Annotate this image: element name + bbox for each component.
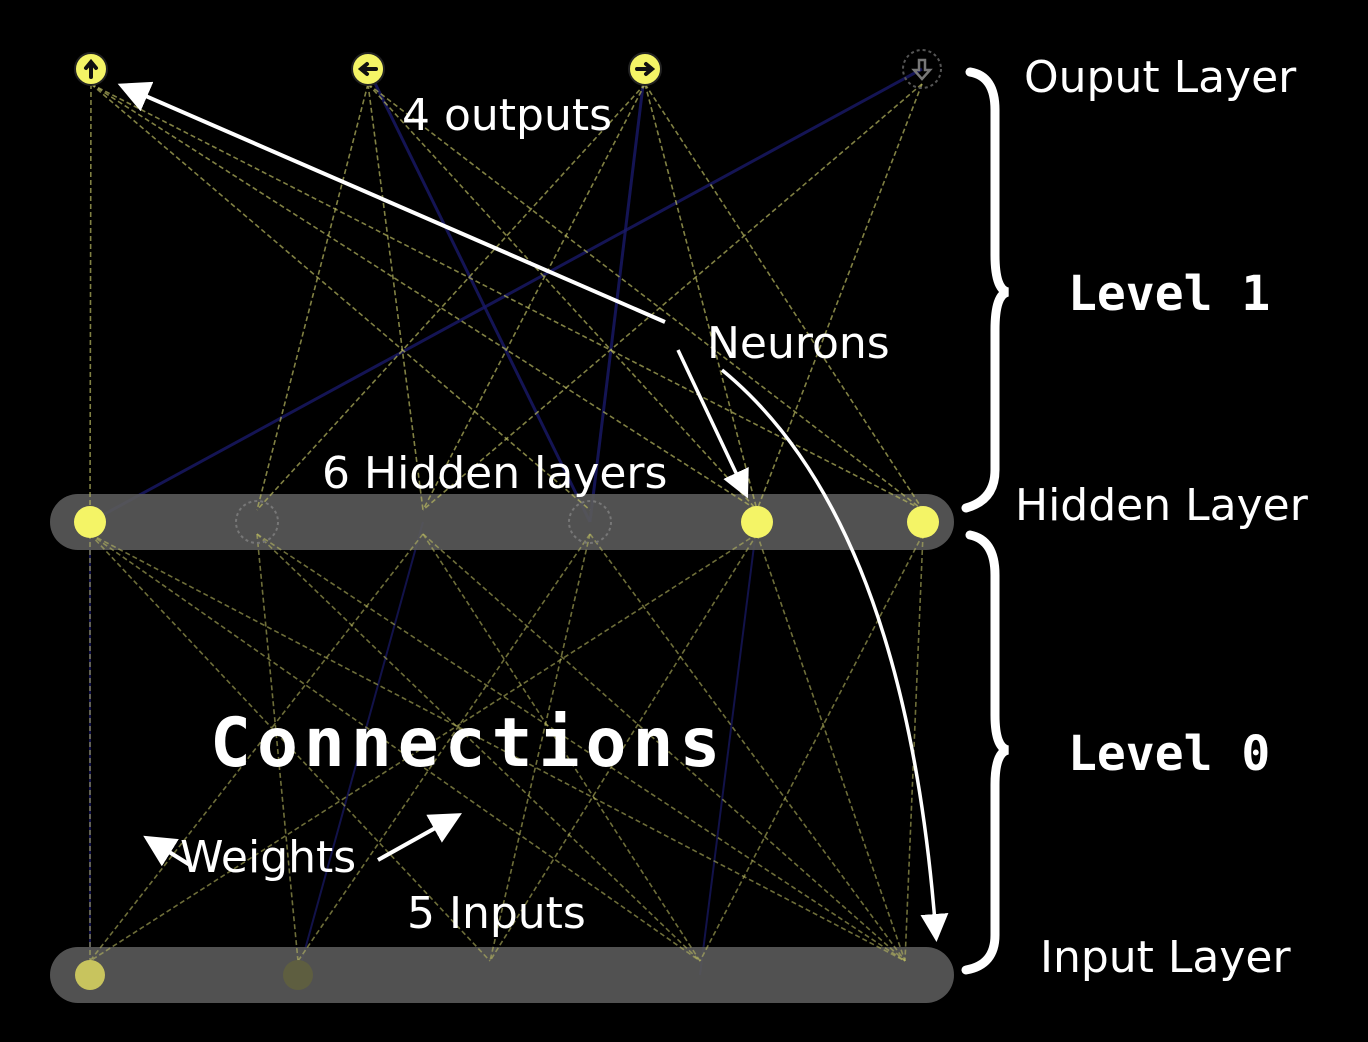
arrow-left-icon xyxy=(357,62,378,76)
output-neuron xyxy=(351,52,385,86)
connection xyxy=(589,533,906,962)
neurons-label: Neurons xyxy=(707,318,890,369)
connections-label: Connections xyxy=(210,704,726,783)
hidden-neuron xyxy=(741,506,773,538)
weights-label: Weights xyxy=(180,832,356,883)
hidden-layer-label: Hidden Layer xyxy=(1015,480,1309,531)
hidden-neuron-inactive xyxy=(568,500,612,544)
output-layer-label: Ouput Layer xyxy=(1024,52,1297,103)
brace-level1 xyxy=(961,67,1010,513)
connection xyxy=(256,533,701,962)
negative-connection xyxy=(89,67,923,524)
level1-label: Level 1 xyxy=(1068,266,1270,322)
connection xyxy=(904,533,924,962)
connection xyxy=(256,83,646,511)
brace-level0 xyxy=(961,530,1010,975)
connection xyxy=(422,533,701,962)
connection xyxy=(422,83,646,511)
connection xyxy=(89,83,92,511)
arrow-down-icon xyxy=(911,58,933,81)
connection xyxy=(644,83,758,511)
hidden-layer-bar xyxy=(50,494,954,550)
output-neuron xyxy=(74,52,108,86)
outputs-label: 4 outputs xyxy=(402,90,612,141)
input-neuron-inactive xyxy=(283,960,313,990)
hidden-neuron xyxy=(74,506,106,538)
negative-connection xyxy=(366,68,592,523)
connection xyxy=(256,533,906,962)
connection xyxy=(422,533,906,962)
negative-connection xyxy=(699,521,758,976)
connection xyxy=(90,83,924,511)
connection xyxy=(367,83,924,511)
input-layer-label: Input Layer xyxy=(1040,932,1292,983)
connection xyxy=(367,83,758,511)
weights-arrow-left xyxy=(143,835,192,867)
hidden-neuron-inactive xyxy=(235,500,279,544)
neurons-arrow-to-output xyxy=(117,81,666,324)
connection xyxy=(89,533,906,962)
connection xyxy=(699,533,924,962)
connection xyxy=(89,533,424,962)
arrow-right-icon xyxy=(635,62,656,76)
negative-connection xyxy=(297,521,424,976)
connection xyxy=(89,533,491,962)
negative-connection xyxy=(588,68,647,523)
connection xyxy=(367,83,424,511)
input-neuron xyxy=(75,960,105,990)
level0-label: Level 0 xyxy=(1068,726,1270,782)
connection xyxy=(422,83,923,511)
arrow-up-icon xyxy=(84,58,98,79)
connection xyxy=(297,533,591,962)
inputs-label: 5 Inputs xyxy=(407,888,586,939)
output-neuron xyxy=(902,49,942,89)
hidden-layers-label: 6 Hidden layers xyxy=(322,448,667,499)
negative-connections xyxy=(89,67,923,976)
neurons-arrow-to-hidden xyxy=(676,349,749,499)
neurons-arrow-to-input xyxy=(720,368,949,942)
connection xyxy=(489,533,758,962)
connection xyxy=(644,83,924,511)
weights-arrow-right xyxy=(377,813,462,862)
connection xyxy=(756,83,923,511)
connection xyxy=(756,533,906,962)
input-layer-bar xyxy=(50,947,954,1003)
connection xyxy=(489,533,591,962)
connection xyxy=(89,533,758,962)
connection xyxy=(90,83,591,511)
neurons xyxy=(74,49,942,990)
connections xyxy=(89,83,924,962)
hidden-neuron xyxy=(907,506,939,538)
output-neuron xyxy=(628,52,662,86)
connection xyxy=(256,83,369,511)
connection xyxy=(90,83,758,511)
connection xyxy=(89,533,701,962)
